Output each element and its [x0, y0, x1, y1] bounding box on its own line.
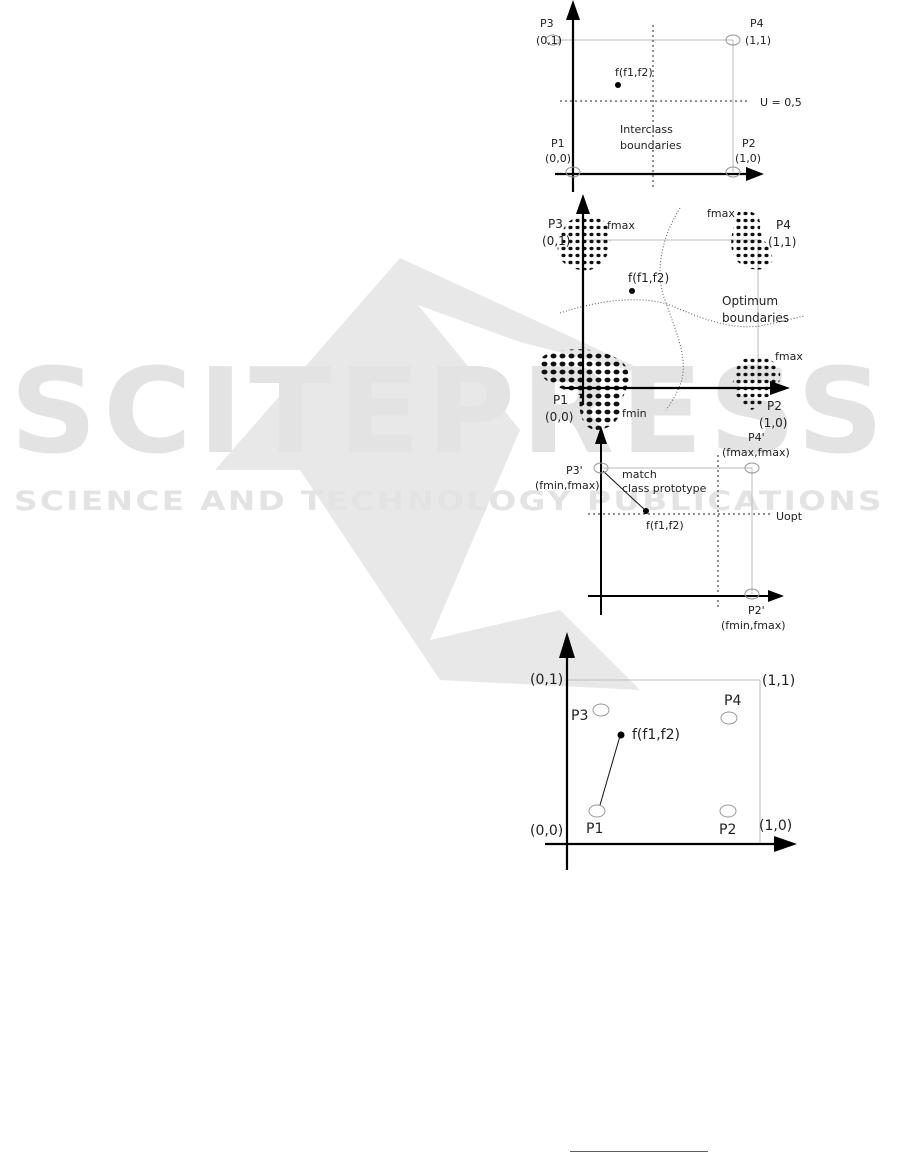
p2-cluster-p4: [731, 210, 773, 270]
p3-y-arrowhead: [595, 426, 607, 444]
p1-prototype-p1: [565, 166, 581, 178]
p3-prototype-p2: [744, 588, 760, 600]
p3-label-p3: P3': [566, 464, 583, 477]
p2-y-arrowhead: [576, 194, 590, 214]
p4-label-top-right: (1,1): [762, 673, 795, 689]
p4-feature-point: [617, 731, 625, 739]
p1-x-arrowhead: [746, 167, 764, 181]
p2-label-p3: P3: [548, 217, 563, 231]
p1-label-p2: P2: [742, 137, 756, 150]
p3-label-p2-coord: (fmin,fmax): [721, 619, 786, 632]
p3-match-line: [602, 470, 646, 511]
p4-label-p2: P2: [719, 822, 736, 838]
watermark: SCITEPRESS SCIENCE AND TECHNOLOGY PUBLIC…: [10, 258, 884, 690]
panel-1-interclass: P3 (0,1) P4 (1,1) f(f1,f2) U = 0,5 Inter…: [536, 0, 802, 192]
panel-2-optimum: P3 (0,1) fmax fmax P4 (1,1) f(f1,f2) Opt…: [539, 194, 806, 430]
p3-label-p2: P2': [748, 604, 765, 617]
p2-label-boundary-1: Optimum: [722, 294, 778, 308]
p1-label-p4: P4: [750, 17, 764, 30]
p3-label-p3-coord: (fmin,fmax): [535, 479, 600, 492]
p4-label-bottom-right: (1,0): [759, 818, 792, 834]
p3-label-u: Uopt: [776, 510, 803, 523]
p2-label-p4-coord: (1,1): [768, 235, 796, 249]
p4-x-arrowhead: [774, 836, 797, 852]
p2-label-p2: P2: [767, 399, 782, 413]
p4-label-p1: P1: [586, 821, 603, 837]
p2-label-point: f(f1,f2): [628, 271, 669, 285]
p3-label-point: f(f1,f2): [646, 519, 684, 532]
p1-prototype-p3: [545, 34, 561, 46]
p2-label-p1: P1: [553, 393, 568, 407]
p1-label-u: U = 0,5: [760, 96, 802, 109]
p2-cluster-p3: [557, 215, 611, 271]
p2-label-fmax-p4: fmax: [707, 207, 735, 220]
p4-prototype-p2: [719, 804, 737, 818]
p1-label-p1-coord: (0,0): [545, 152, 571, 165]
p3-prototype-p4: [744, 462, 760, 474]
p2-label-fmax-p3: fmax: [607, 219, 635, 232]
watermark-book-logo: [215, 258, 660, 690]
watermark-subtitle: SCIENCE AND TECHNOLOGY PUBLICATIONS: [14, 486, 884, 517]
p3-prototype-p3: [593, 462, 609, 474]
p1-label-boundary-1: Interclass: [620, 123, 673, 136]
p2-label-p4: P4: [776, 218, 791, 232]
p2-label-p3-coord: (0,1): [542, 234, 570, 248]
p2-x-arrowhead: [770, 381, 790, 395]
p4-prototype-p1: [588, 804, 606, 818]
p3-label-p4: P4': [748, 431, 765, 444]
p1-label-point: f(f1,f2): [615, 66, 653, 79]
p3-label-match-1: match: [622, 468, 657, 481]
p1-prototype-p2: [725, 166, 741, 178]
p2-label-fmax-p2: fmax: [775, 350, 803, 363]
p1-label-p2-coord: (1,0): [735, 152, 761, 165]
p2-feature-point: [629, 288, 635, 294]
p3-x-arrowhead: [768, 590, 784, 602]
p2-label-p2-coord: (1,0): [759, 416, 787, 430]
p2-optimum-boundary-vertical: [659, 207, 684, 411]
p1-label-p4-coord: (1,1): [745, 34, 771, 47]
p1-label-p3-coord: (0,1): [536, 34, 562, 47]
p4-prototype-p4: [720, 711, 738, 725]
p4-y-arrowhead: [559, 632, 575, 658]
p1-label-boundary-2: boundaries: [620, 139, 682, 152]
p1-y-arrowhead: [566, 0, 580, 20]
panel-3-match: P4' (fmax,fmax) P3' (fmin,fmax) match cl…: [535, 426, 803, 632]
p3-label-p4-coord: (fmax,fmax): [722, 446, 790, 459]
p1-feature-point: [615, 82, 621, 88]
p4-label-point: f(f1,f2): [632, 727, 680, 743]
p1-label-p3: P3: [540, 17, 554, 30]
panel-4-distance: (0,1) (1,1) P3 P4 f(f1,f2) (0,0) P1 P2 (…: [530, 632, 797, 870]
p1-label-p1: P1: [551, 137, 565, 150]
p4-label-p3: P3: [571, 708, 588, 724]
p4-label-p4: P4: [724, 693, 741, 709]
p2-label-fmin: fmin: [622, 407, 647, 420]
p4-label-top-left: (0,1): [530, 672, 563, 688]
p2-cluster-p2: [732, 356, 781, 410]
p1-prototype-p4: [725, 34, 741, 46]
p2-label-p1-coord: (0,0): [545, 410, 573, 424]
p3-label-match-2: class prototype: [622, 482, 707, 495]
p4-label-origin: (0,0): [530, 823, 563, 839]
p3-feature-point: [643, 508, 649, 514]
p4-distance-line: [599, 735, 621, 806]
p4-prototype-p3: [592, 703, 610, 717]
p2-label-boundary-2: boundaries: [722, 311, 789, 325]
